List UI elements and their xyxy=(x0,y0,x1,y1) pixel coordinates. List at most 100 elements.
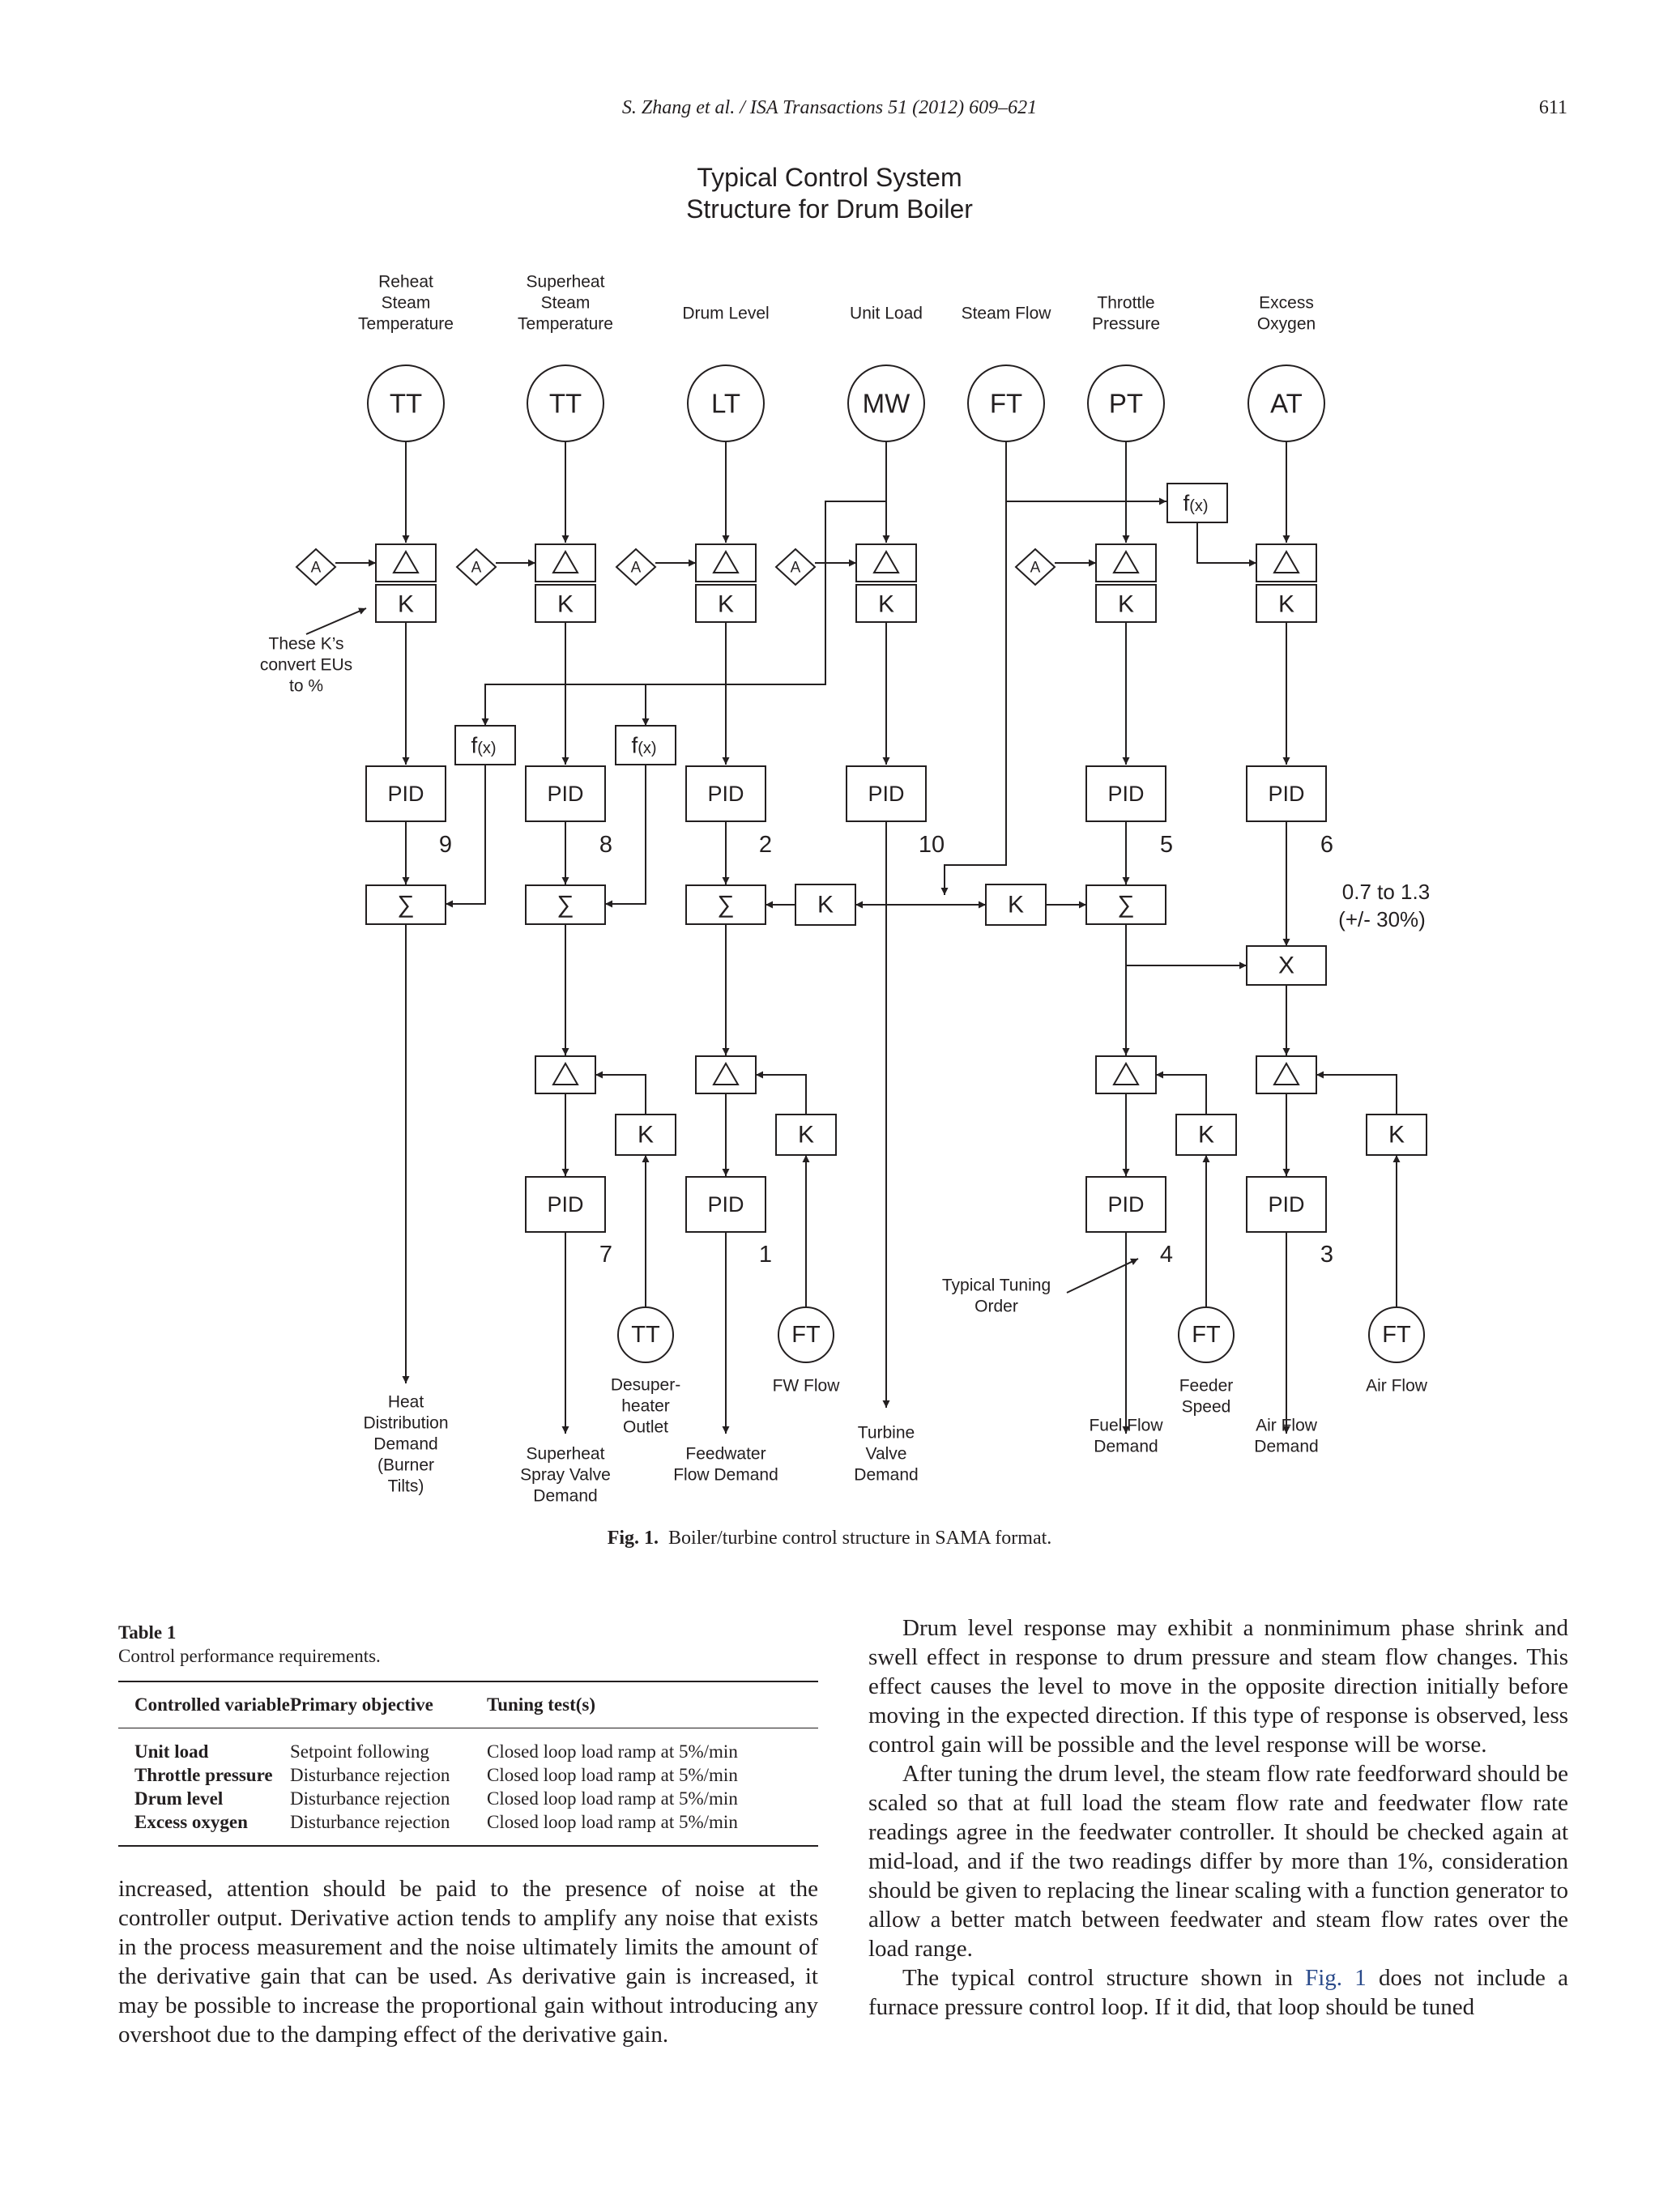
annotation-text: to % xyxy=(289,677,323,696)
gain-label: K xyxy=(798,1122,814,1149)
output-label: Demand xyxy=(373,1435,437,1454)
measurement-label: Unit Load xyxy=(850,305,923,323)
pid-block xyxy=(1246,765,1327,822)
pid-label: PID xyxy=(1268,782,1304,806)
auto-setpoint-diamond xyxy=(1014,548,1056,586)
signal-line xyxy=(1125,924,1247,970)
running-head: S. Zhang et al. / ISA Transactions 51 (2… xyxy=(621,97,1038,118)
measurement-label: Temperature xyxy=(358,315,454,334)
gain-block xyxy=(615,1114,676,1156)
tuning-order-number: 7 xyxy=(599,1242,612,1268)
delta-block xyxy=(695,543,757,582)
gain-label: K xyxy=(878,591,894,618)
auto-setpoint-diamond xyxy=(615,548,657,586)
delta-block xyxy=(1256,1055,1317,1094)
output-label: Demand xyxy=(533,1487,597,1506)
table-cell: Closed loop load ramp at 5%/min xyxy=(487,1788,738,1809)
tuning-order-number: 9 xyxy=(439,832,452,858)
page-number: 611 xyxy=(1538,97,1567,118)
function-generator-label: f(x) xyxy=(471,733,496,758)
signal-line xyxy=(1196,521,1256,567)
pid-label: PID xyxy=(1107,782,1144,806)
gain-label: K xyxy=(398,591,414,618)
ratio-note: 0.7 to 1.3 xyxy=(1342,880,1430,904)
annotation-text: convert EUs xyxy=(260,656,352,675)
output-label: Valve xyxy=(866,1445,907,1464)
table-cell: Disturbance rejection xyxy=(290,1788,450,1809)
auto-setpoint-label: A xyxy=(631,560,642,577)
annotation-text: Typical Tuning xyxy=(942,1276,1051,1295)
measurement-transmitter xyxy=(847,364,925,442)
body-paragraph: The typical control structure shown in F… xyxy=(868,1963,1568,2022)
transmitter-label: heater xyxy=(621,1397,670,1416)
measurement-transmitter xyxy=(687,364,765,442)
gain-block xyxy=(695,584,757,623)
delta-symbol xyxy=(392,549,420,573)
tuning-order-number: 1 xyxy=(759,1242,772,1268)
output-label: (Burner xyxy=(377,1456,434,1475)
delta-block xyxy=(1095,543,1157,582)
summer-block xyxy=(1085,884,1166,925)
gain-block xyxy=(375,584,437,623)
transmitter-tag: TT xyxy=(390,389,422,419)
delta-block xyxy=(535,543,596,582)
pid-block xyxy=(685,1176,766,1233)
figure-reference-link[interactable]: Fig. 1 xyxy=(1305,1965,1367,1991)
output-label: Feedwater xyxy=(685,1445,766,1464)
figure-caption-label: Fig. 1. xyxy=(607,1528,659,1549)
delta-symbol xyxy=(552,1061,579,1085)
pid-label: PID xyxy=(1107,1192,1144,1217)
output-label: Turbine xyxy=(858,1424,915,1443)
table-cell: Excess oxygen xyxy=(134,1812,248,1832)
pid-block xyxy=(685,765,766,822)
transmitter-tag: FT xyxy=(791,1322,821,1348)
transmitter-label: Feeder xyxy=(1179,1377,1234,1396)
transmitter-circle xyxy=(617,1306,674,1363)
gain-label: K xyxy=(1388,1122,1405,1149)
gain-block xyxy=(1175,1114,1237,1156)
summer-label: ∑ xyxy=(557,892,574,918)
table-row: Excess oxygen Disturbance rejection Clos… xyxy=(118,1810,818,1846)
figure-title: Structure for Drum Boiler xyxy=(686,194,973,224)
transmitter-tag: FT xyxy=(1192,1322,1221,1348)
pid-block xyxy=(846,765,927,822)
signal-line xyxy=(1316,1071,1397,1115)
table-header: Tuning test(s) xyxy=(487,1694,595,1715)
summer-block xyxy=(525,884,606,925)
gain-label: K xyxy=(1008,892,1024,918)
measurement-label: Temperature xyxy=(518,315,613,334)
figure-caption: Fig. 1. Boiler/turbine control structure… xyxy=(0,1528,1659,1549)
measurement-label: Oxygen xyxy=(1257,315,1316,334)
function-generator-block xyxy=(454,725,516,765)
gain-label: K xyxy=(638,1122,654,1149)
transmitter-label: Outlet xyxy=(623,1418,668,1437)
delta-block xyxy=(535,1055,596,1094)
auto-setpoint-diamond xyxy=(774,548,817,586)
table-1: Table 1 Control performance requirements… xyxy=(118,1621,818,1847)
gain-block xyxy=(1095,584,1157,623)
transmitter-tag: PT xyxy=(1109,389,1143,419)
multiplier-block xyxy=(1246,945,1327,986)
signal-line xyxy=(446,764,486,908)
body-text: does not include a furnace pressure cont… xyxy=(868,1965,1569,2020)
summer-block xyxy=(365,884,446,925)
auto-setpoint-label: A xyxy=(1030,560,1041,577)
table-cell: Closed loop load ramp at 5%/min xyxy=(487,1812,738,1832)
measurement-transmitter xyxy=(1247,364,1325,442)
signal-line xyxy=(595,1071,646,1115)
pid-label: PID xyxy=(547,1192,583,1217)
figure-title: Typical Control System xyxy=(697,163,962,192)
table-caption: Control performance requirements. xyxy=(118,1646,381,1666)
pid-label: PID xyxy=(387,782,424,806)
summer-label: ∑ xyxy=(397,892,414,918)
table-cell: Unit load xyxy=(134,1741,209,1762)
measurement-label: Reheat xyxy=(378,273,433,292)
tuning-order-number: 10 xyxy=(919,832,945,858)
table-row: Throttle pressure Disturbance rejection … xyxy=(118,1763,818,1787)
transmitter-tag: AT xyxy=(1270,389,1303,419)
auto-setpoint-label: A xyxy=(791,560,801,577)
tuning-order-number: 2 xyxy=(759,832,772,858)
pid-label: PID xyxy=(707,1192,744,1217)
delta-block xyxy=(1256,543,1317,582)
